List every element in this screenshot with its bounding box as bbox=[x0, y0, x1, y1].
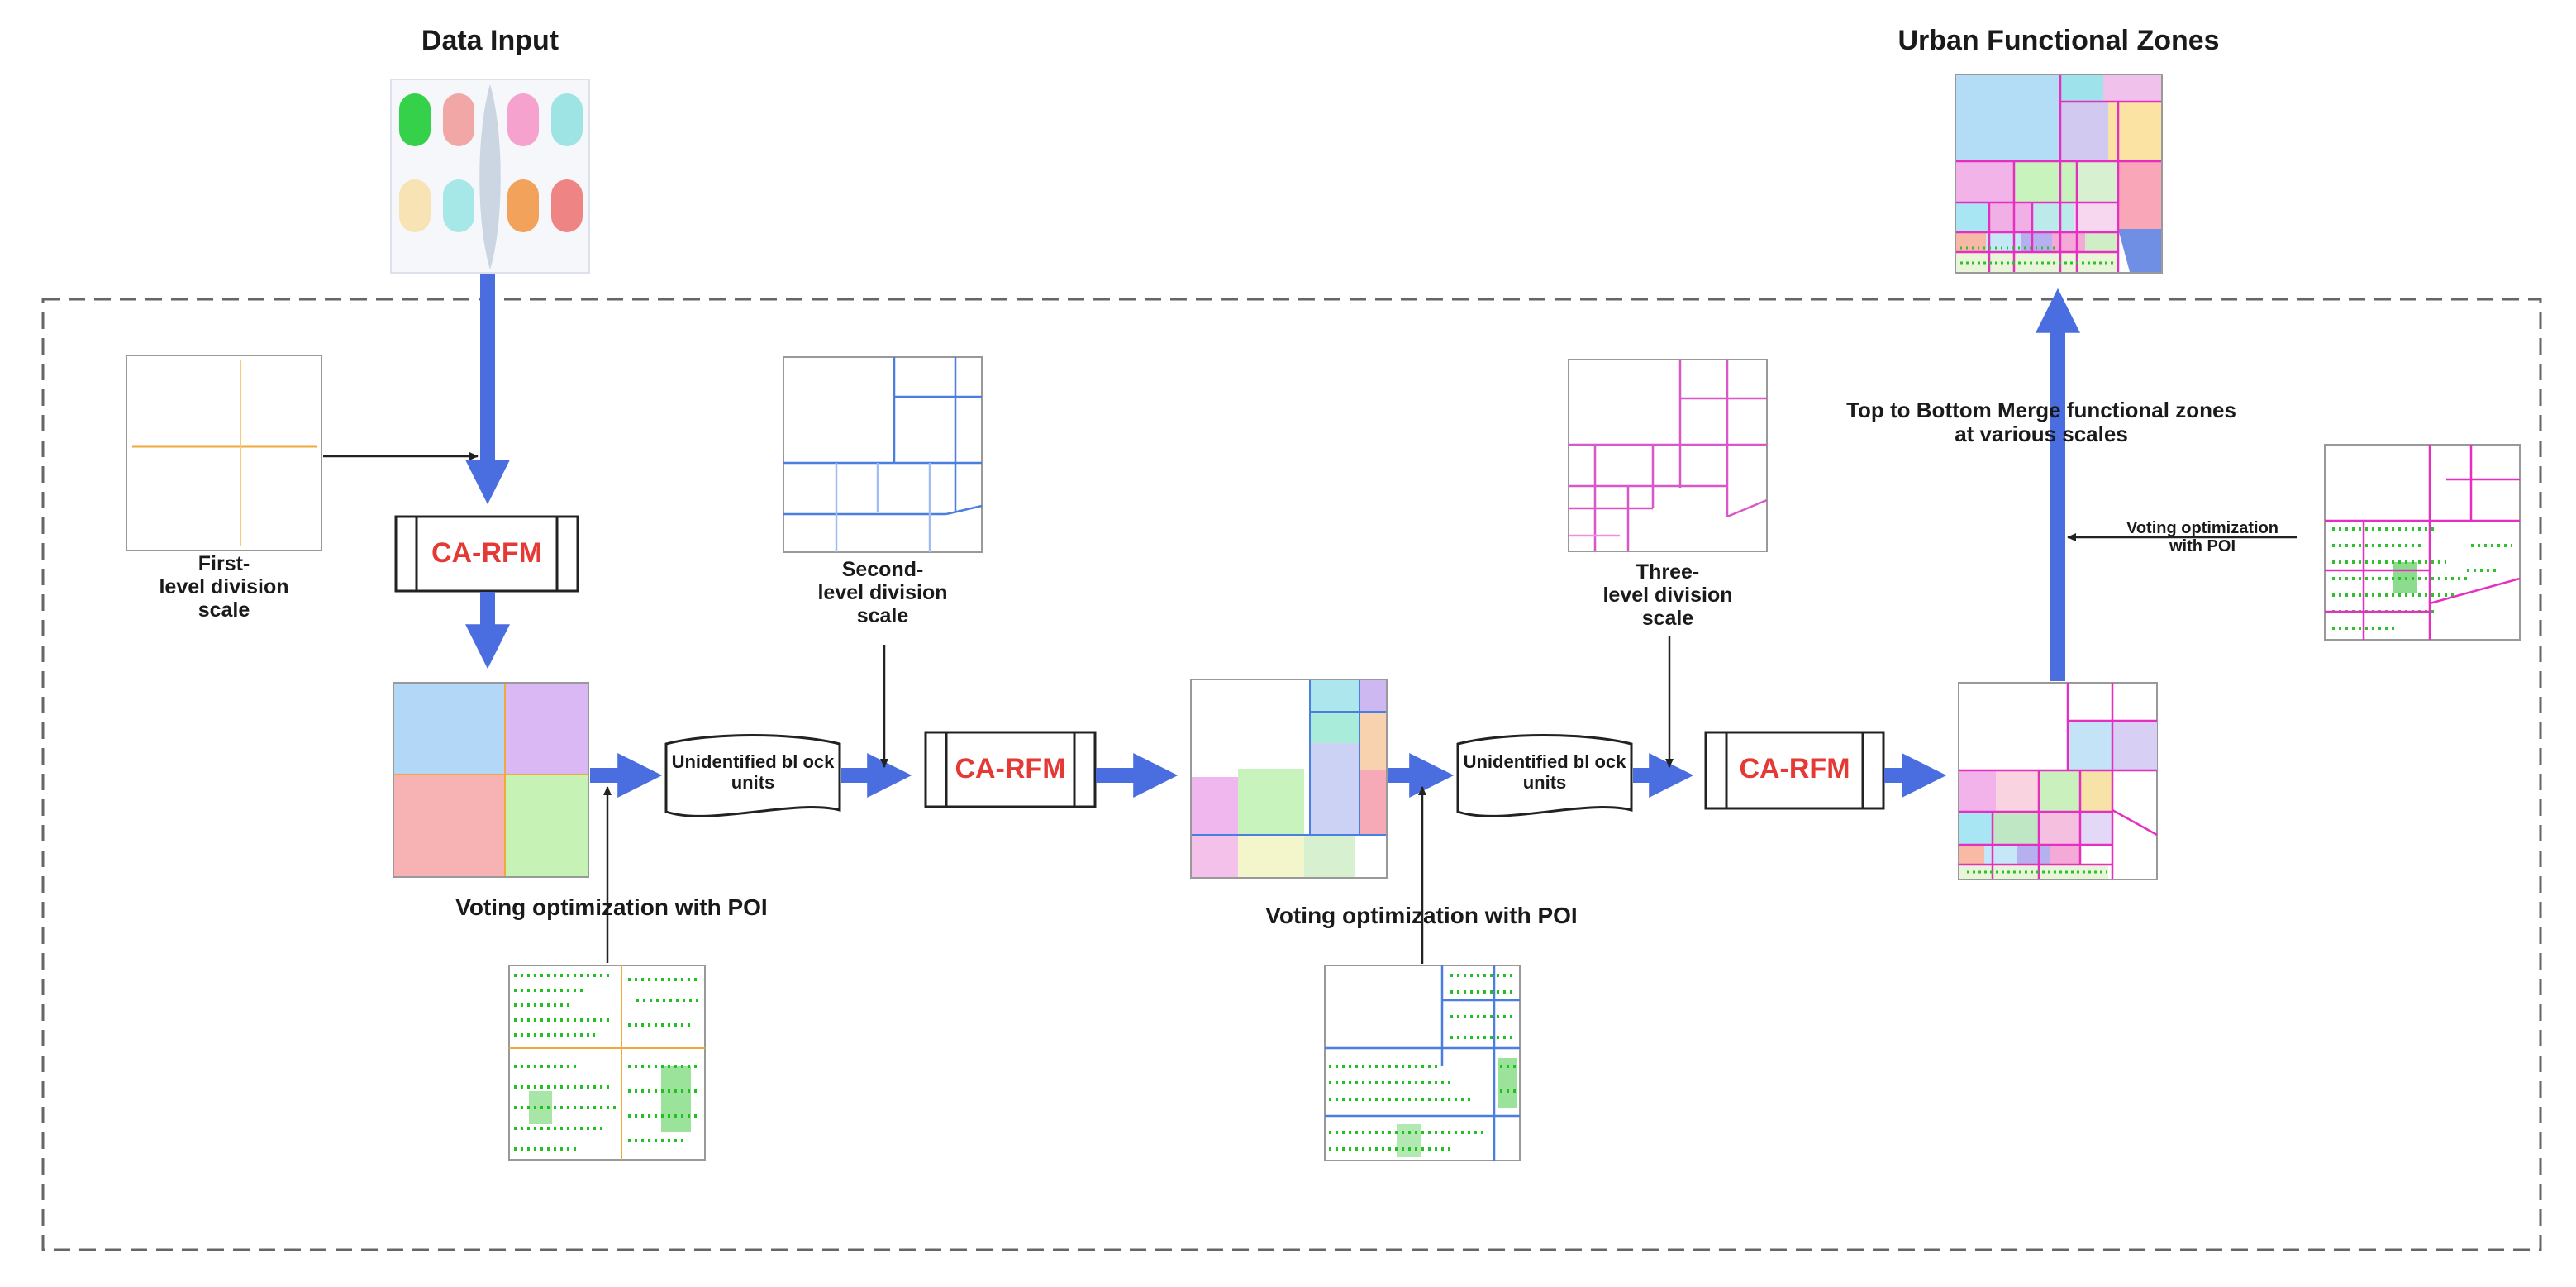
voting-label-left: Voting optimization with POI bbox=[455, 894, 768, 920]
right-poi-map bbox=[2324, 444, 2521, 641]
poi-map-left bbox=[508, 965, 706, 1161]
third-result-map bbox=[1958, 682, 2158, 880]
third-scale-line-1: Three- bbox=[1636, 560, 1700, 584]
merge-line-1: Top to Bottom Merge functional zones bbox=[1846, 398, 2236, 422]
second-scale-line-2: level division bbox=[817, 581, 948, 604]
ca-rfm-label-1: CA-RFM bbox=[431, 537, 543, 569]
unidentified-doc-1 bbox=[664, 734, 841, 817]
first-scale-line-2: level division bbox=[159, 575, 289, 598]
ca-rfm-box-2 bbox=[924, 731, 1097, 808]
first-level-scale-map bbox=[126, 355, 322, 551]
urban-zones-map bbox=[1955, 74, 2163, 274]
second-level-scale-label: Second- level division scale bbox=[759, 558, 1007, 627]
dashed-frame bbox=[41, 298, 2542, 1251]
unidentified-label-1: Unidentified bl ock units bbox=[671, 751, 835, 793]
third-level-scale-label: Three- level division scale bbox=[1544, 560, 1792, 630]
voting-small-line-1: Voting optimization bbox=[2126, 519, 2279, 537]
second-scale-line-3: scale bbox=[856, 604, 909, 627]
ca-rfm-box-3 bbox=[1704, 731, 1885, 810]
poi-map-middle bbox=[1324, 965, 1521, 1161]
data-input-image bbox=[390, 79, 590, 274]
unidentified-doc-2 bbox=[1456, 734, 1633, 817]
ca-rfm-label-3: CA-RFM bbox=[1739, 753, 1850, 784]
merge-label: Top to Bottom Merge functional zones at … bbox=[1785, 398, 2297, 446]
voting-small-line-2: with POI bbox=[2169, 537, 2236, 556]
third-scale-line-2: level division bbox=[1602, 584, 1733, 607]
voting-label-right: Voting optimization with POI bbox=[2091, 519, 2314, 556]
first-level-scale-label: First- level division scale bbox=[100, 552, 348, 622]
first-scale-line-1: First- bbox=[198, 552, 250, 575]
data-input-title: Data Input bbox=[421, 25, 559, 56]
ca-rfm-box-1 bbox=[394, 515, 579, 593]
first-result-map bbox=[393, 682, 589, 878]
second-scale-line-1: Second- bbox=[841, 558, 924, 581]
thin-arrows bbox=[323, 452, 2297, 964]
third-scale-line-3: scale bbox=[1641, 607, 1694, 630]
unidentified-label-2: Unidentified bl ock units bbox=[1463, 751, 1626, 793]
ca-rfm-label-2: CA-RFM bbox=[955, 753, 1066, 784]
third-level-scale-map bbox=[1568, 359, 1768, 552]
merge-line-2: at various scales bbox=[1955, 422, 2128, 447]
flow-arrows bbox=[465, 274, 2080, 798]
second-result-map bbox=[1190, 679, 1388, 879]
voting-label-middle: Voting optimization with POI bbox=[1265, 903, 1578, 928]
second-level-scale-map bbox=[783, 356, 983, 553]
urban-zones-title: Urban Functional Zones bbox=[1897, 25, 2220, 56]
first-scale-line-3: scale bbox=[198, 598, 250, 622]
